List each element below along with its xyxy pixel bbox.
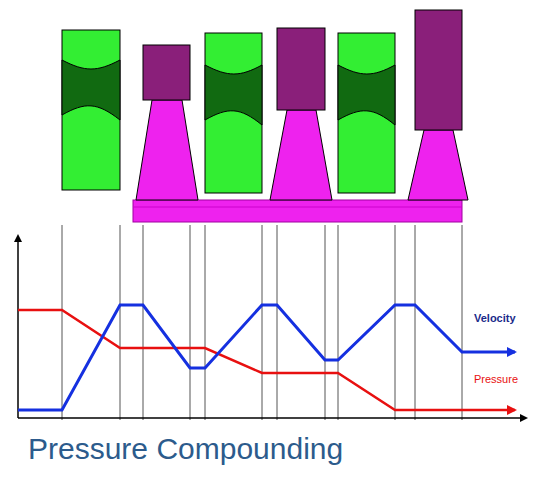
- curve-label: Pressure: [474, 373, 518, 385]
- curve-label: Velocity: [474, 312, 516, 324]
- caption: Pressure Compounding: [28, 432, 343, 466]
